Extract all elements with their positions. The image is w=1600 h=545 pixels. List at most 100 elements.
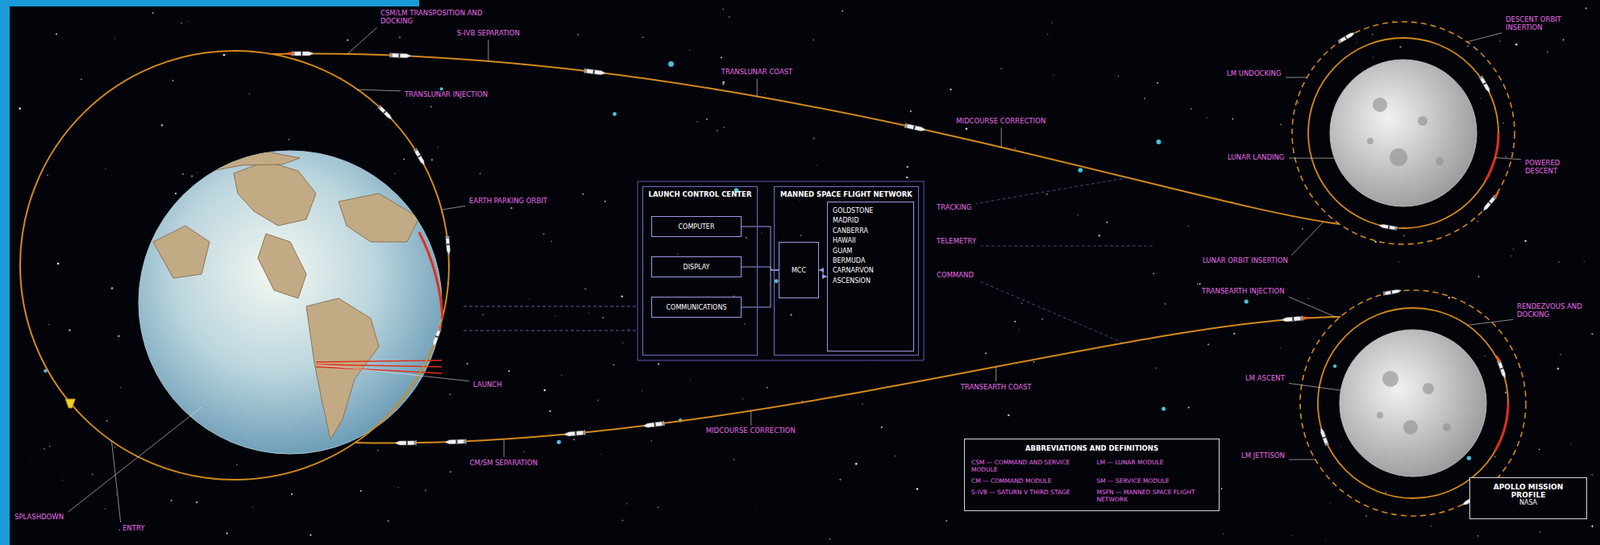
star	[861, 403, 864, 405]
star	[1403, 234, 1405, 237]
star	[812, 39, 814, 41]
star	[111, 286, 114, 290]
event-label: LAUNCH	[471, 381, 504, 390]
stage-band	[913, 125, 916, 130]
star	[182, 173, 184, 175]
star	[553, 315, 556, 317]
star	[745, 236, 748, 239]
star	[1053, 74, 1055, 76]
leader-line	[1288, 459, 1316, 461]
star	[449, 470, 452, 473]
event-label: RENDEZVOUS AND DOCKING	[1515, 303, 1592, 320]
spacecraft-icon	[389, 52, 412, 59]
event-label: MIDCOURSE CORRECTION	[704, 427, 798, 436]
leader-line	[503, 439, 505, 458]
spacecraft-icon	[444, 236, 452, 255]
star	[1399, 45, 1401, 48]
star	[1155, 367, 1157, 370]
star	[1365, 515, 1368, 517]
star	[394, 173, 396, 175]
star	[1280, 124, 1282, 126]
event-label: TRANSEARTH INJECTION	[1200, 287, 1287, 296]
star	[1329, 502, 1331, 504]
spacecraft-icon	[394, 440, 417, 446]
title-block: APOLLO MISSION PROFILENASA	[1469, 477, 1588, 520]
star	[551, 241, 553, 242]
spacecraft-body	[563, 430, 583, 437]
star	[1591, 525, 1593, 528]
star	[1398, 261, 1400, 262]
star	[1546, 51, 1549, 54]
node-line: MADRID	[832, 216, 909, 226]
star	[1494, 455, 1497, 458]
star	[696, 120, 699, 123]
star	[1046, 193, 1048, 196]
network-panel: MANNED SPACE FLIGHT NETWORKMCCGOLDSTONEM…	[773, 186, 919, 356]
event-label: CSM/LM TRANSPOSITION AND DOCKING	[378, 9, 500, 26]
star	[1510, 255, 1512, 257]
spacecraft-icon	[1494, 353, 1508, 380]
control-panel-frame	[637, 181, 924, 361]
spacecraft-body	[1339, 31, 1356, 43]
star	[226, 531, 229, 534]
star	[1105, 221, 1108, 224]
star-field	[18, 7, 1593, 541]
star	[1585, 7, 1588, 9]
leader-line	[1291, 221, 1324, 256]
continent	[338, 193, 420, 242]
system-box: DISPLAY	[651, 256, 742, 278]
spacecraft-body	[444, 439, 464, 445]
spacecraft-icon	[283, 50, 314, 57]
node-line: CSM — COMMAND AND SERVICE MODULE	[971, 458, 1088, 476]
spacecraft-icons	[65, 30, 1508, 508]
spacecraft-icon	[583, 67, 607, 76]
star	[1222, 533, 1224, 535]
spacecraft-body	[394, 440, 415, 445]
star	[677, 253, 679, 255]
star	[1301, 228, 1304, 230]
star	[1233, 332, 1235, 335]
continent	[233, 161, 316, 226]
spacecraft-body	[431, 330, 441, 348]
spacecraft-icon	[642, 420, 665, 429]
node-line: NASA	[1475, 498, 1582, 507]
star	[1291, 535, 1293, 537]
star	[650, 440, 653, 442]
star	[1504, 391, 1507, 394]
node-text: MANNED SPACE FLIGHT NETWORK	[777, 190, 915, 199]
node-text: ABBREVIATIONS AND DEFINITIONS	[971, 444, 1213, 455]
crater	[1372, 97, 1388, 113]
star	[309, 534, 312, 537]
spacecraft-icon	[444, 438, 466, 445]
star	[1078, 167, 1084, 173]
star	[1515, 43, 1517, 46]
star	[1021, 303, 1023, 304]
star	[440, 87, 444, 91]
star	[1202, 47, 1205, 50]
star	[479, 172, 482, 175]
star	[377, 449, 379, 451]
star	[171, 79, 174, 82]
star	[668, 61, 674, 67]
star	[798, 199, 801, 202]
node-text: DISPLAY	[683, 263, 711, 271]
star	[910, 110, 912, 113]
star	[1524, 240, 1526, 242]
spacecraft-icon	[1383, 287, 1403, 296]
star	[916, 487, 919, 490]
star	[1047, 33, 1048, 35]
star	[1333, 364, 1337, 368]
star	[766, 386, 769, 389]
leader-line	[995, 366, 997, 382]
star	[728, 16, 731, 18]
event-label: EARTH PARKING ORBIT	[467, 197, 549, 206]
moon-disc	[1329, 59, 1477, 207]
stage-band	[398, 53, 400, 58]
star	[602, 316, 605, 319]
star	[132, 323, 134, 325]
star	[641, 390, 644, 392]
craters	[1367, 97, 1444, 167]
engine-bell	[414, 440, 417, 446]
star	[510, 207, 512, 209]
star	[528, 298, 531, 300]
